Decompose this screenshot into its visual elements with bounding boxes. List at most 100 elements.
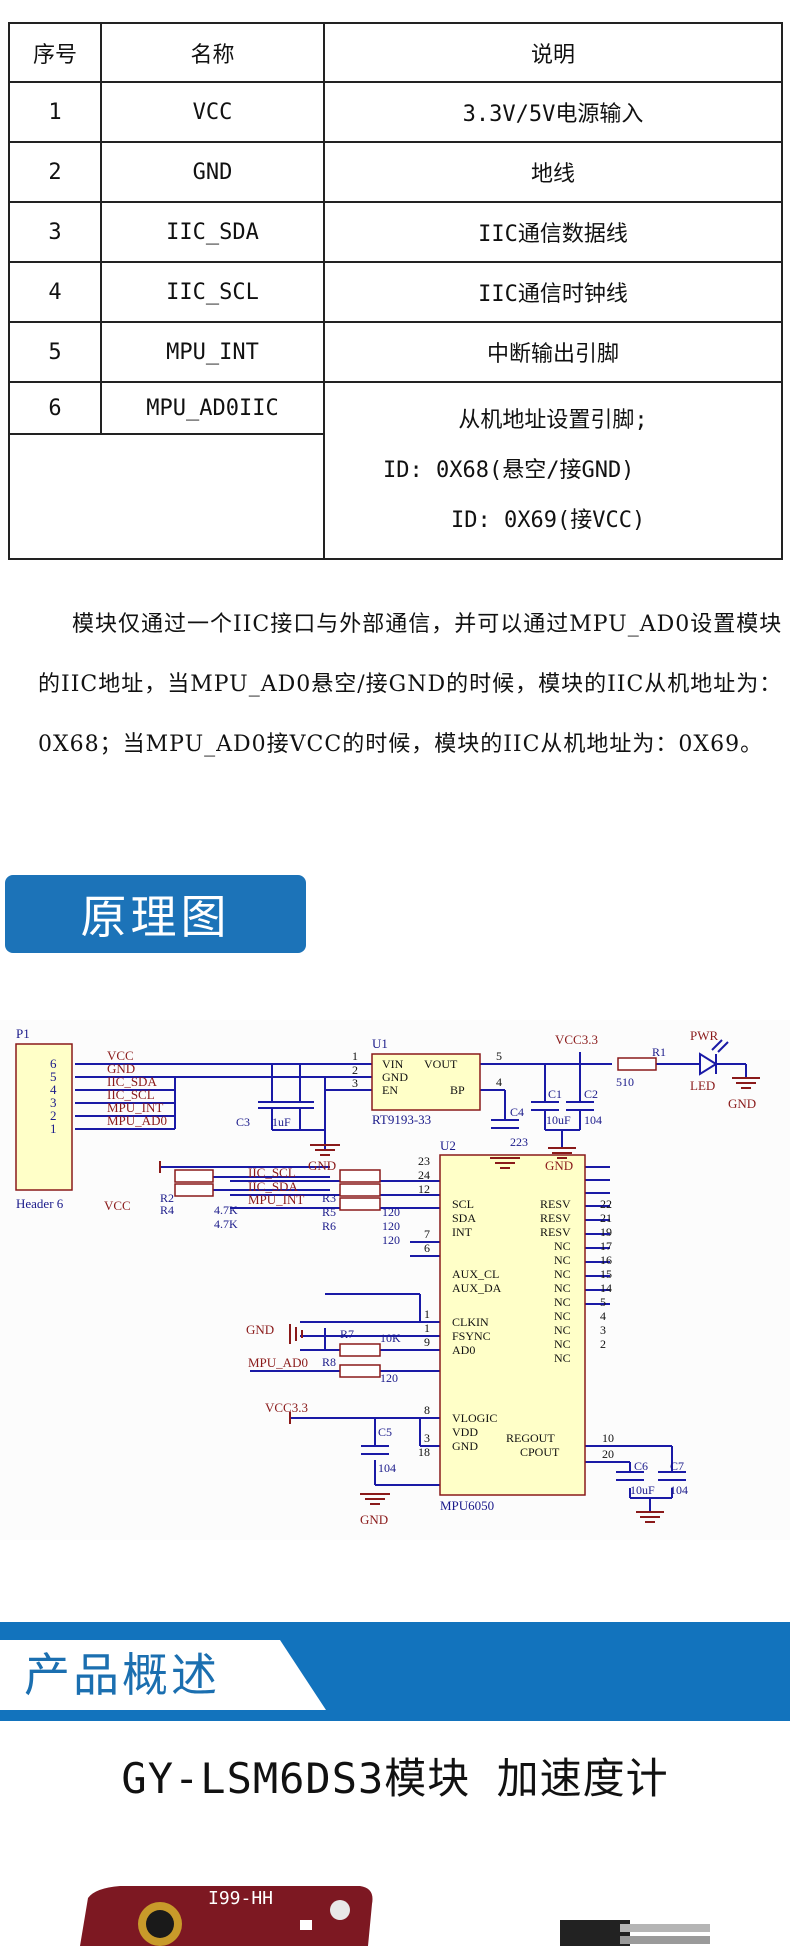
u2-pin-num: 6 [424,1241,430,1255]
r3-label: R3 [322,1191,336,1205]
u2-pin: VDD [452,1425,478,1439]
p1-label: P1 [16,1026,30,1041]
cell-no: 2 [8,141,102,203]
r2-label: R2 [160,1191,174,1205]
regout-pin: REGOUT [506,1431,555,1445]
schematic-diagram: P1 Header 6 6 5 4 3 2 1 U1 RT9193-33 U2 … [0,1020,790,1540]
cpout-pin: CPOUT [520,1445,560,1459]
table-row: 2 GND 地线 [8,141,783,203]
u2-pin: CLKIN [452,1315,489,1329]
gnd-label: GND [545,1158,573,1173]
mpu-ad0-label: MPU_AD0 [248,1355,308,1370]
u2-pin: AD0 [452,1343,475,1357]
r5-value: 120 [382,1219,400,1233]
cell-name: VCC [100,81,325,143]
table-row [8,433,782,560]
u1-pin: VOUT [424,1057,458,1071]
u2-pin-num: 1 [424,1321,430,1335]
r7-label: R7 [340,1327,354,1341]
u2-pin-num: 4 [600,1309,606,1323]
pin-num: 4 [50,1082,57,1097]
c6-label: C6 [634,1459,648,1473]
cell-name: MPU_AD0IIC [100,381,325,435]
r2-value: 4.7K [214,1203,238,1217]
u1-pin: GND [382,1070,408,1084]
u2-label: U2 [440,1138,456,1153]
u2-pin: NC [554,1295,571,1309]
section-banner: 原理图 [5,875,306,953]
product-photo: I99-HH [0,1880,790,1946]
c2-value: 104 [584,1113,602,1127]
description-paragraph: 模块仅通过一个IIC接口与外部通信，并可以通过MPU_AD0设置模块的IIC地址… [38,612,783,757]
u2-pin: AUX_CL [452,1267,499,1281]
c5-value: 104 [378,1461,396,1475]
cell-desc: IIC通信数据线 [323,201,783,263]
u2-pin: NC [554,1281,571,1295]
cell-no: 4 [8,261,102,323]
u2-pin: SCL [452,1197,474,1211]
pin-num: 3 [50,1095,57,1110]
u2-pin-num: 17 [600,1239,612,1253]
u2-pin-num: 7 [424,1227,430,1241]
pin-num: 6 [50,1056,57,1071]
u1-pin-num: 1 [352,1049,358,1063]
pin-num: 1 [50,1121,57,1136]
cell-no: 5 [8,321,102,383]
cell-name: IIC_SCL [100,261,325,323]
cell-desc: 中断输出引脚 [323,321,783,383]
u2-pin-num: 24 [418,1168,430,1182]
c4-label: C4 [510,1105,524,1119]
mpu-int-label: MPU_INT [248,1192,304,1207]
u2-pin-num: 3 [424,1431,430,1445]
u2-pin-num: 3 [600,1323,606,1337]
cell-no: 3 [8,201,102,263]
u2-part: MPU6050 [440,1498,494,1513]
u1-label: U1 [372,1036,388,1051]
u2-pin: VLOGIC [452,1411,497,1425]
gnd-label: GND [728,1096,756,1111]
u2-pin: GND [452,1439,478,1453]
pin-num: 5 [50,1069,57,1084]
u2-pin: NC [554,1239,571,1253]
r4-label: R4 [160,1203,174,1217]
u2-pin-num: 15 [600,1267,612,1281]
r6-label: R6 [322,1219,336,1233]
u2-pin: RESV [540,1197,571,1211]
product-title: GY-LSM6DS3模块 加速度计 [121,1754,669,1803]
u1-pin: VIN [382,1057,404,1071]
u2-pin-num: 22 [600,1197,612,1211]
u1-pin-num: 4 [496,1075,502,1089]
c6-value: 10uF [630,1483,655,1497]
u2-pin: RESV [540,1225,571,1239]
table-row: 5 MPU_INT 中断输出引脚 [8,321,783,383]
overview-tab-shape [0,1640,326,1710]
led-label: LED [690,1078,715,1093]
c3-value: 1uF [272,1115,291,1129]
cell-desc: IIC通信时钟线 [323,261,783,323]
net-label: MPU_INT [107,1100,163,1115]
regulator-u1 [371,1053,481,1111]
header-no: 序号 [8,22,102,83]
pin-table: 序号 名称 说明 1 VCC 3.3V/5V电源输入 2 GND 地线 3 II… [8,22,783,560]
c3-label: C3 [236,1115,250,1129]
header-label: Header 6 [16,1196,64,1211]
c7-label: C7 [670,1459,684,1473]
vcc33-label: VCC3.3 [265,1400,308,1415]
r8-label: R8 [322,1355,336,1369]
net-label: VCC [107,1048,134,1063]
cell-no: 6 [8,381,102,435]
u1-part: RT9193-33 [372,1112,431,1127]
r4-value: 4.7K [214,1217,238,1231]
net-label: IIC_SDA [107,1074,157,1089]
u2-pin: SDA [452,1211,476,1225]
empty-cell [8,433,325,560]
u2-pin-num: 9 [424,1335,430,1349]
u2-pin-num: 23 [418,1154,430,1168]
pin-num: 2 [50,1108,57,1123]
iic-scl-label: IIC_SCL [248,1165,296,1180]
cell-name: GND [100,141,325,203]
header-desc: 说明 [323,22,783,83]
table-row: 1 VCC 3.3V/5V电源输入 [8,81,783,143]
vcc-label: VCC [104,1198,131,1213]
cell-name: MPU_INT [100,321,325,383]
